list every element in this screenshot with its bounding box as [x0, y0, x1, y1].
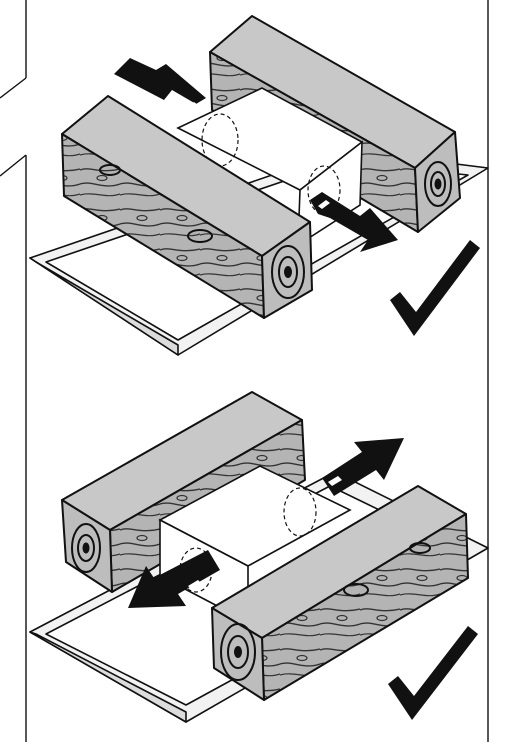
wood-log-front [211, 485, 469, 701]
checkmark-icon [390, 240, 480, 336]
checkmark-icon [388, 626, 478, 720]
arrow-icon [114, 58, 398, 252]
arrow-icon [128, 438, 404, 608]
frame-lines [0, 0, 489, 742]
bottom-panel [29, 391, 489, 723]
paper-block [176, 87, 364, 247]
top-panel [29, 15, 489, 356]
wood-log-front [61, 95, 313, 319]
